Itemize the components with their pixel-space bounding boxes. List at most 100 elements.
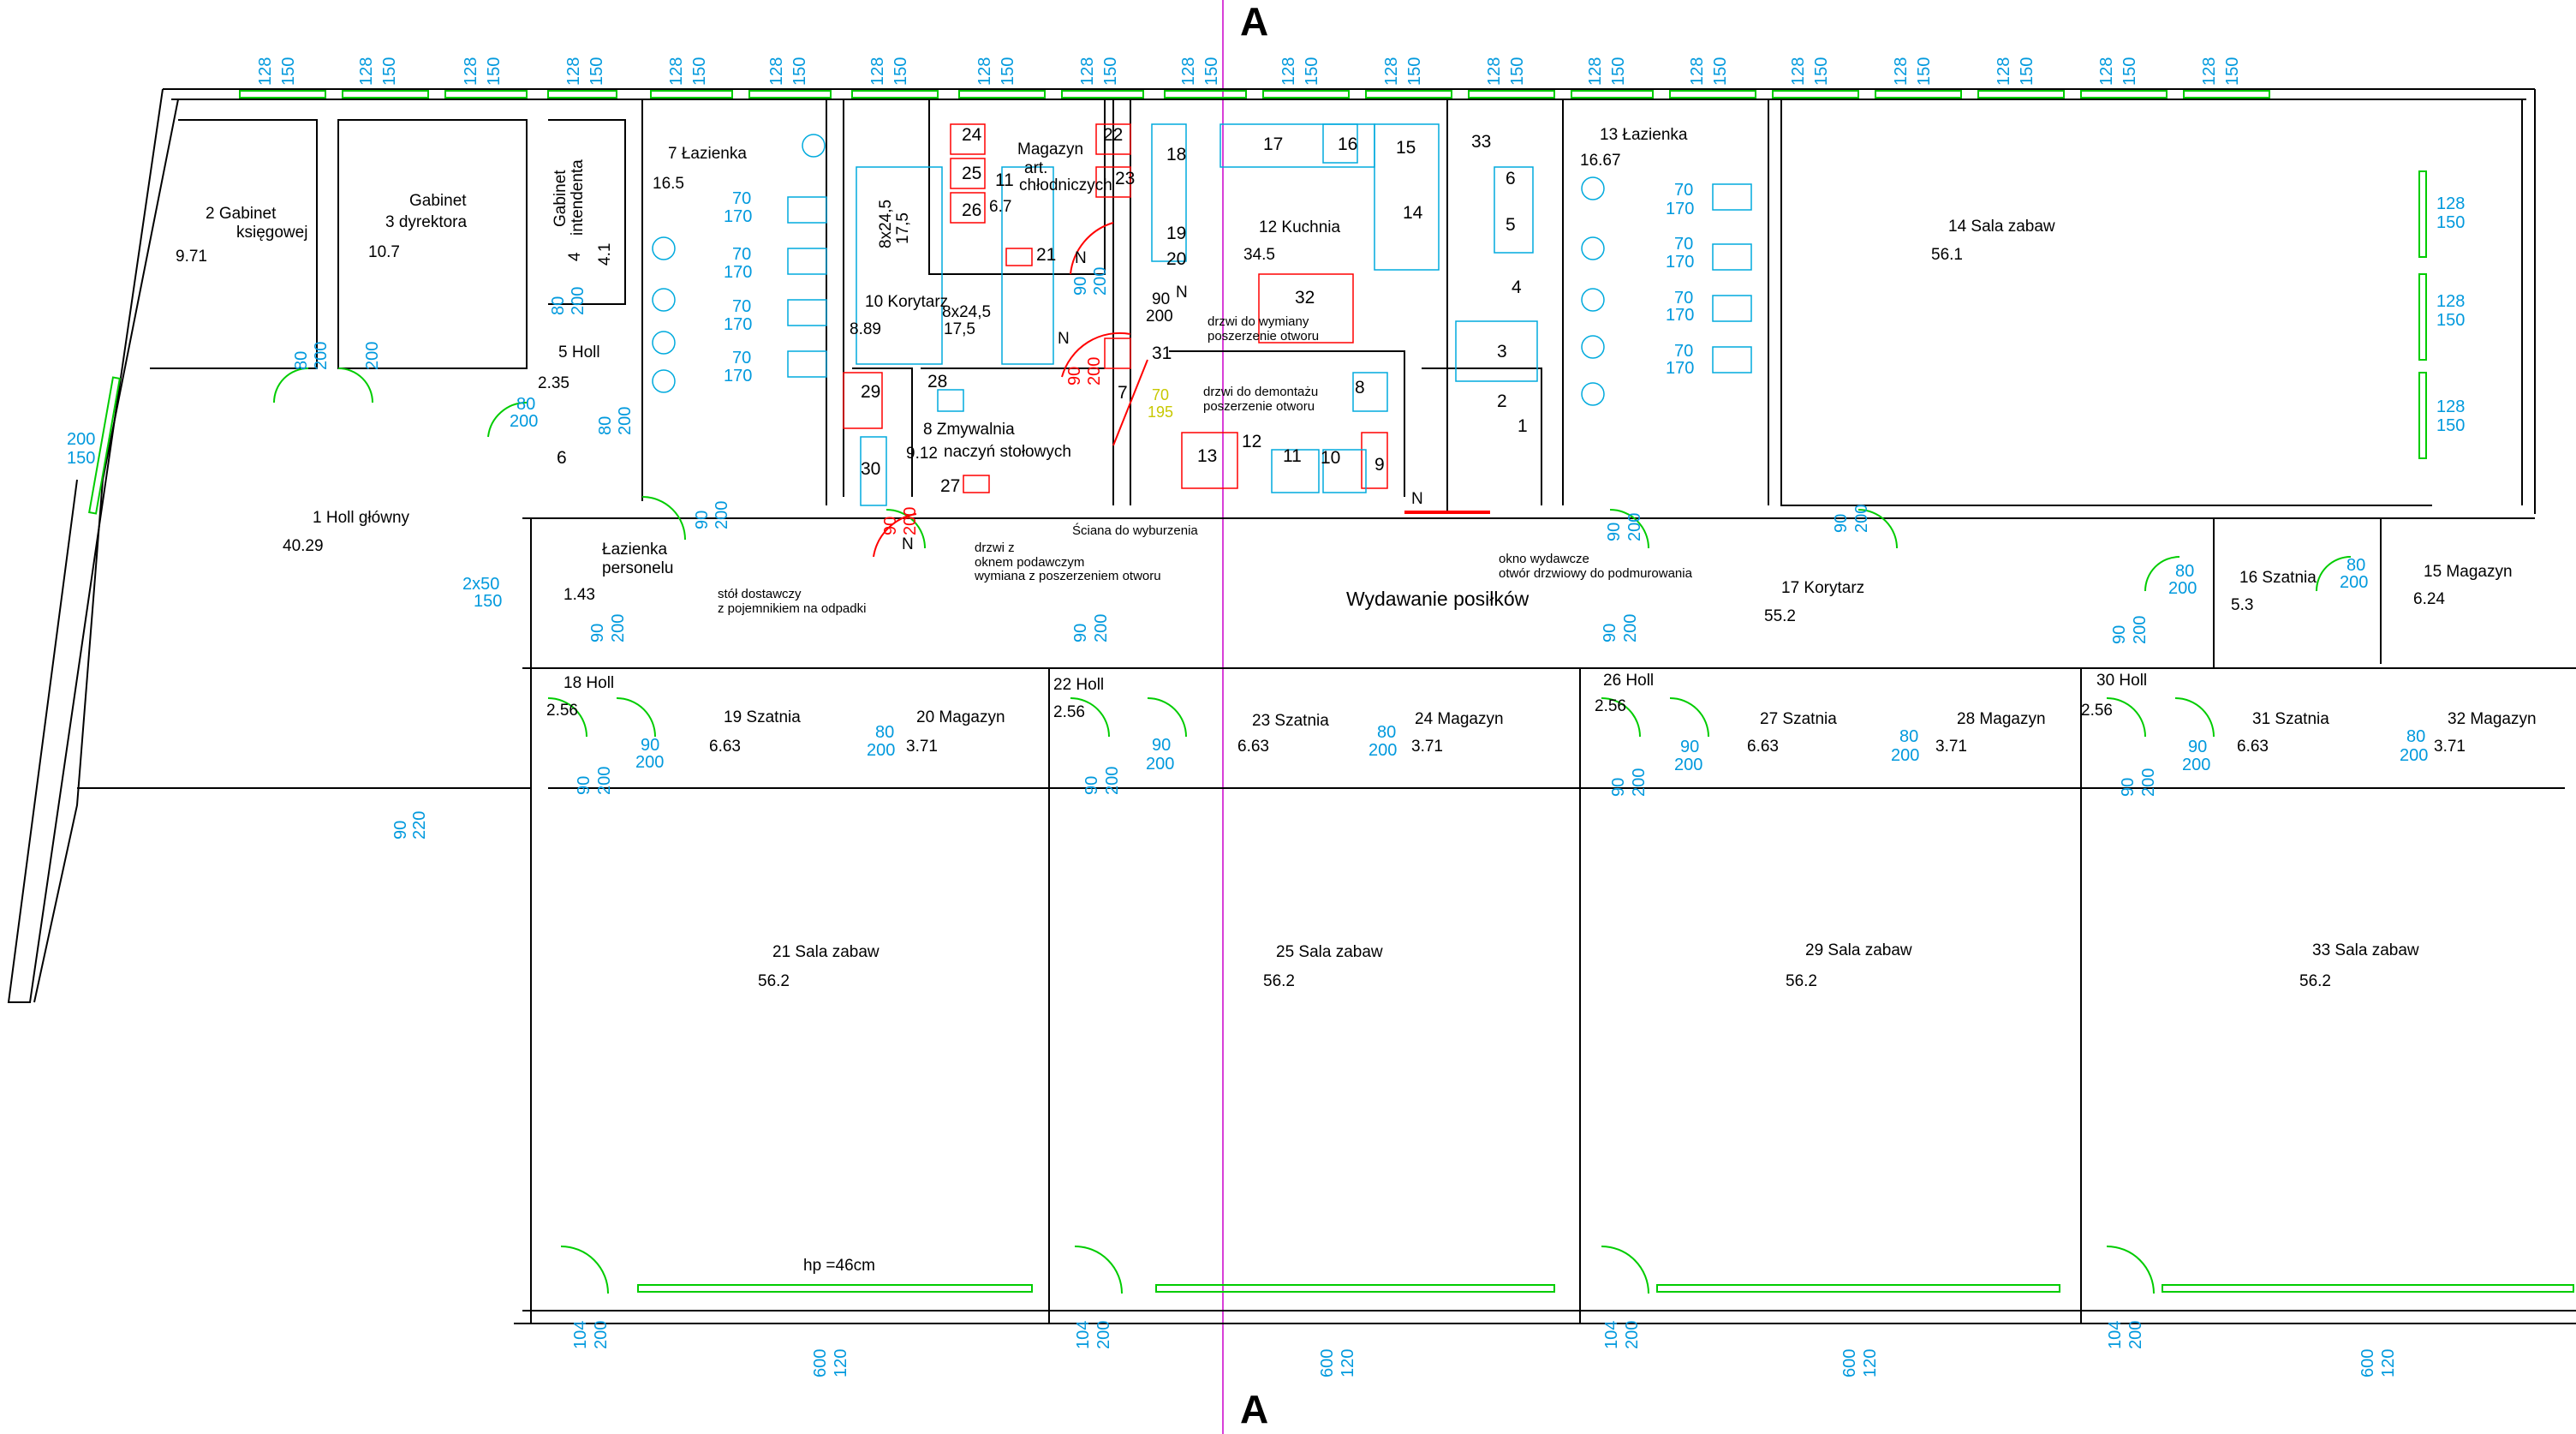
room-6-area: 1.43 xyxy=(564,586,595,604)
dim-kitchen-door: 90 xyxy=(1071,276,1090,296)
dim-top-6b: 150 xyxy=(790,57,809,86)
dim-right-2: 128 xyxy=(2436,292,2466,311)
dim-top-1b: 150 xyxy=(279,57,298,86)
equip-14: 14 xyxy=(1403,203,1423,223)
room-27-label: 27 Szatnia xyxy=(1760,710,1837,728)
dim-top-13: 128 xyxy=(1485,57,1504,86)
dim-kitchen-door-2b: 200 xyxy=(1146,308,1173,326)
room-5-area: 2.35 xyxy=(538,374,569,392)
equip-2: 2 xyxy=(1497,391,1507,411)
equip-11: 11 xyxy=(1283,446,1302,466)
equip-10: 10 xyxy=(1321,448,1341,468)
room-19-area: 6.63 xyxy=(709,738,741,756)
dim-top-19: 128 xyxy=(2097,57,2116,86)
dim-top-10: 128 xyxy=(1179,57,1198,86)
room-28-area: 3.71 xyxy=(1935,738,1967,756)
dim-top-7: 128 xyxy=(868,57,887,86)
dim-door-27: 90 xyxy=(2119,777,2138,797)
room-29-label: 29 Sala zabaw xyxy=(1805,941,1912,959)
room-11-id: 11 xyxy=(995,170,1014,190)
fixtures xyxy=(652,123,1752,506)
dim-wc-2b: 170 xyxy=(724,263,753,282)
room-31-area: 6.63 xyxy=(2237,738,2269,756)
equip-28: 28 xyxy=(927,372,948,391)
dim-right-3: 128 xyxy=(2436,397,2466,416)
room-21-label: 21 Sala zabaw xyxy=(772,943,880,961)
interior-walls xyxy=(150,99,2576,1323)
room-7-area: 16.5 xyxy=(653,175,684,193)
dim-door-7: 2x50 xyxy=(462,575,500,594)
dim-bottom-win-1: 600 xyxy=(811,1348,830,1377)
equip-22: 22 xyxy=(1103,125,1124,145)
dim-bottom-win-2b: 120 xyxy=(1339,1348,1357,1377)
dim-wc-4b: 170 xyxy=(724,367,753,385)
dim-door-25: 90 xyxy=(2188,738,2208,756)
dim-door-4b: 200 xyxy=(510,412,539,431)
equip-24: 24 xyxy=(962,125,982,145)
equip-15: 15 xyxy=(1396,138,1416,158)
dim-door-19b: 200 xyxy=(1146,755,1175,774)
room-22-label: 22 Holl xyxy=(1053,676,1105,694)
dim-bottom-door-1: 104 xyxy=(571,1320,590,1349)
dim-top-5: 128 xyxy=(667,57,686,86)
dim-red-1b: 200 xyxy=(1085,356,1104,385)
dim-door-14: 80 xyxy=(2175,562,2195,581)
dim-door-6: 90 xyxy=(693,510,712,529)
dim-top-15: 128 xyxy=(1688,57,1707,86)
room-4-id: 4 xyxy=(566,252,584,261)
dim-door-12: 90 xyxy=(1605,522,1624,541)
dim-top-2: 128 xyxy=(357,57,376,86)
north-mark-2: N xyxy=(1176,284,1188,302)
dim-door-24b: 200 xyxy=(1630,768,1649,797)
dim-red-2b: 200 xyxy=(901,506,920,535)
dim-door-8b: 200 xyxy=(609,613,628,642)
equip-7: 7 xyxy=(1118,383,1128,403)
dim-bottom-door-1b: 200 xyxy=(592,1320,611,1349)
dim-bottom-door-3b: 200 xyxy=(1623,1320,1642,1349)
dim-wc-5b: 170 xyxy=(1666,200,1695,218)
room-13-label: 13 Łazienka xyxy=(1600,126,1688,144)
north-mark-3: N xyxy=(1058,330,1070,348)
dim-door-26b: 200 xyxy=(2400,746,2429,765)
dim-door-11b: 200 xyxy=(2131,615,2150,644)
dim-door-25b: 200 xyxy=(2182,756,2211,774)
dim-door-5b: 200 xyxy=(616,406,635,435)
room-20-label: 20 Magazyn xyxy=(916,708,1005,726)
room-19-label: 19 Szatnia xyxy=(724,708,801,726)
equip-13: 13 xyxy=(1197,446,1218,466)
dim-top-19b: 150 xyxy=(2120,57,2139,86)
dim-bottom-win-2: 600 xyxy=(1318,1348,1337,1377)
equip-5: 5 xyxy=(1506,215,1516,235)
dim-wc-8: 70 xyxy=(1674,342,1694,361)
room-24-label: 24 Magazyn xyxy=(1415,710,1504,728)
dim-door-5: 80 xyxy=(596,415,615,435)
dim-door-15b: 200 xyxy=(2340,573,2369,592)
room-12-area: 34.5 xyxy=(1243,246,1275,264)
dim-top-16b: 150 xyxy=(1812,57,1831,86)
dim-right-1: 128 xyxy=(2436,194,2466,213)
dim-kitchen-door-2: 90 xyxy=(1152,290,1171,308)
dim-door-2b: 200 xyxy=(312,341,331,370)
dim-door-13b: 200 xyxy=(1852,504,1871,533)
dim-door-9b: 200 xyxy=(1092,613,1111,642)
dim-red-1: 90 xyxy=(1065,366,1084,385)
dim-door-23: 80 xyxy=(1899,727,1919,746)
north-mark-1: N xyxy=(1075,249,1087,267)
dim-door-23b: 200 xyxy=(1891,746,1920,765)
equip-9: 9 xyxy=(1374,455,1385,475)
room-1-label: 1 Holl główny xyxy=(313,509,410,527)
dim-top-11b: 150 xyxy=(1303,57,1321,86)
exterior-walls xyxy=(7,88,2576,1324)
room-5-label: 5 Holl xyxy=(558,344,600,361)
dim-wc-7: 70 xyxy=(1674,289,1694,308)
dim-door-18: 90 xyxy=(575,775,593,795)
room-20-area: 3.71 xyxy=(906,738,938,756)
room-33-area: 56.2 xyxy=(2299,972,2331,990)
room-25-area: 56.2 xyxy=(1263,972,1295,990)
room-21-area: 56.2 xyxy=(758,972,790,990)
dim-top-7b: 150 xyxy=(891,57,910,86)
equip-3: 3 xyxy=(1497,342,1507,361)
